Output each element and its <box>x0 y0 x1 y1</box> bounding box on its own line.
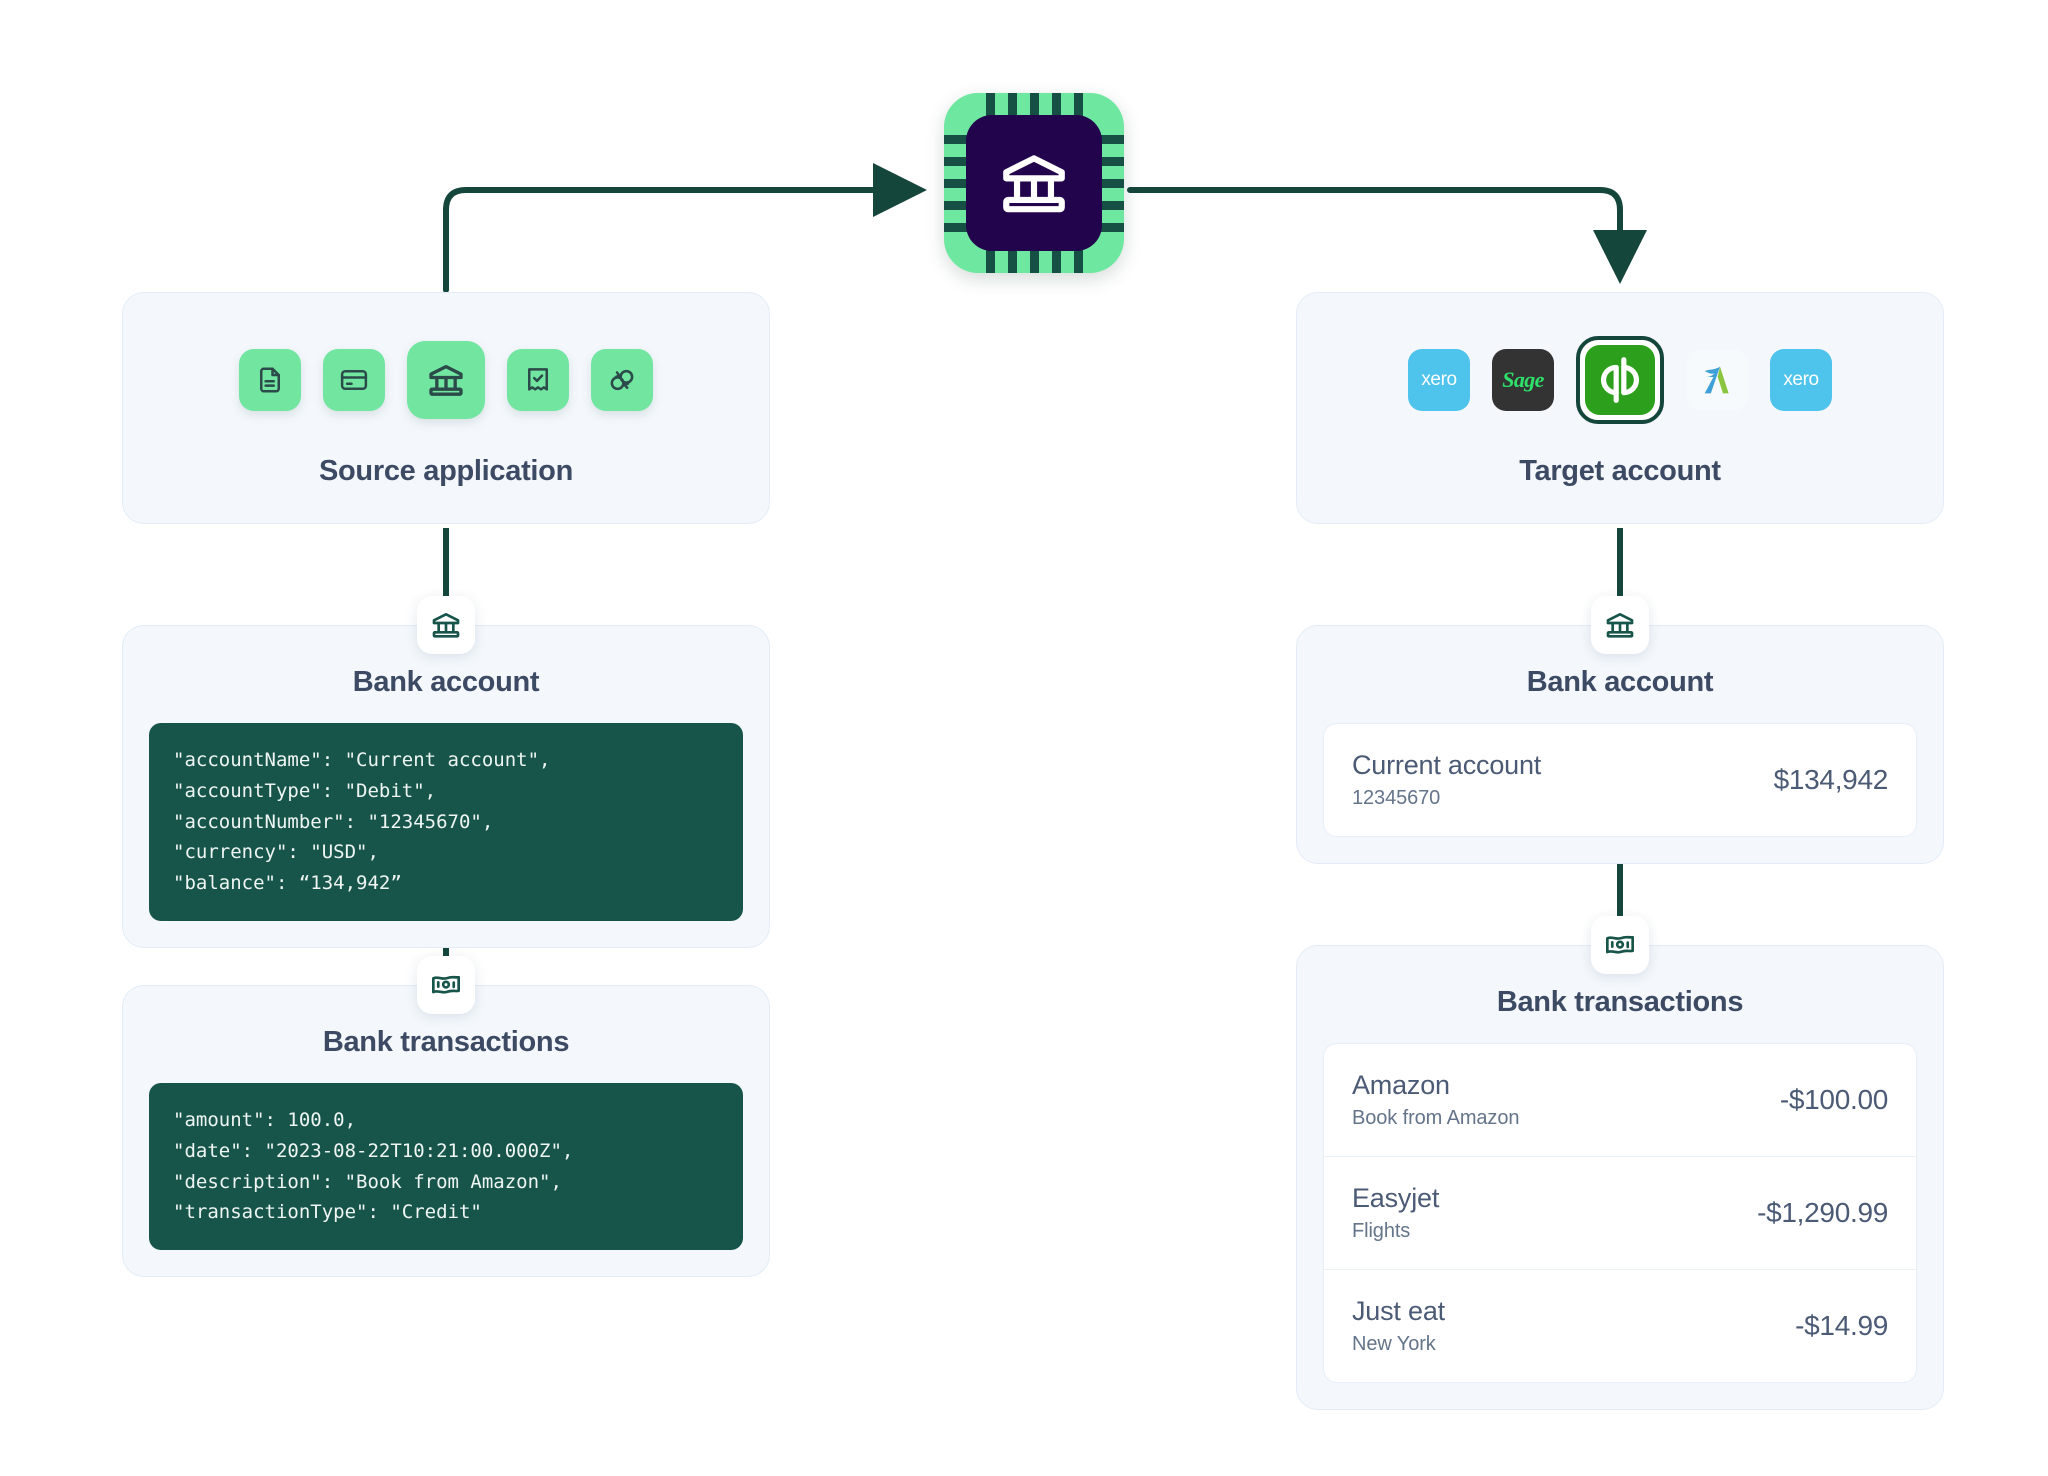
quickbooks-logo <box>1585 345 1655 415</box>
page-title-target: Target account <box>1519 455 1721 487</box>
account-name: Current account <box>1352 750 1542 780</box>
list-item[interactable]: Current account 12345670 $134,942 <box>1324 724 1916 836</box>
source-bank-account-card: Bank account "accountName": "Current acc… <box>122 625 770 948</box>
banknote-icon <box>432 975 460 994</box>
xero-logo-text: xero <box>1783 369 1819 390</box>
freeagent-logo[interactable] <box>1686 349 1748 411</box>
list-item[interactable]: Amazon Book from Amazon -$100.00 <box>1324 1044 1916 1156</box>
transaction-info: Easyjet Flights <box>1352 1183 1439 1243</box>
transaction-description: Flights <box>1352 1220 1411 1242</box>
section-title-bank-transactions: Bank transactions <box>1496 986 1744 1018</box>
app-tile-bank[interactable] <box>407 341 485 419</box>
target-account-panel: xero Sage <box>1296 292 1944 524</box>
transaction-merchant: Amazon <box>1352 1070 1450 1100</box>
source-application-panel: Source application <box>122 292 770 524</box>
chip-core <box>966 115 1102 251</box>
transaction-info: Just eat New York <box>1352 1296 1445 1356</box>
quickbooks-logo-selected[interactable] <box>1576 336 1664 424</box>
bank-chip <box>944 93 1124 273</box>
target-logo-row: xero Sage <box>1297 335 1943 425</box>
sage-logo[interactable]: Sage <box>1492 349 1554 411</box>
transaction-description: Book from Amazon <box>1352 1107 1520 1129</box>
xero-logo-text: xero <box>1421 369 1457 390</box>
source-bank-transactions-card: Bank transactions "amount": 100.0, "date… <box>122 985 770 1278</box>
bank-icon <box>432 613 460 638</box>
banknote-icon <box>1606 935 1634 954</box>
credit-card-icon <box>340 370 368 390</box>
transaction-info: Amazon Book from Amazon <box>1352 1070 1519 1130</box>
freeagent-glyph <box>1704 366 1729 394</box>
transactions-list: Amazon Book from Amazon -$100.00 Easyjet… <box>1323 1043 1917 1383</box>
account-info: Current account 12345670 <box>1352 750 1541 810</box>
receipt-check-icon <box>528 368 548 391</box>
transaction-description: New York <box>1352 1333 1436 1355</box>
account-list: Current account 12345670 $134,942 <box>1323 723 1917 837</box>
badge-bank-transactions-target <box>1591 916 1649 974</box>
bank-icon <box>1003 155 1065 213</box>
section-title-bank-account: Bank account <box>352 666 540 698</box>
document-icon <box>260 367 280 393</box>
badge-bank-account-source <box>417 596 475 654</box>
qb-glyph <box>1601 357 1639 403</box>
target-bank-transactions-card: Bank transactions Amazon Book from Amazo… <box>1296 945 1944 1410</box>
bank-icon <box>429 365 463 396</box>
transaction-merchant: Just eat <box>1352 1296 1445 1326</box>
app-tile-document[interactable] <box>239 349 301 411</box>
page-title-source: Source application <box>318 455 574 487</box>
bank-account-json: "accountName": "Current account", "accou… <box>149 723 743 921</box>
bank-transactions-json: "amount": 100.0, "date": "2023-08-22T10:… <box>149 1083 743 1251</box>
transaction-amount: -$14.99 <box>1795 1310 1888 1341</box>
transaction-amount: -$1,290.99 <box>1757 1197 1888 1228</box>
transaction-amount: -$100.00 <box>1779 1084 1888 1115</box>
account-balance: $134,942 <box>1773 764 1889 795</box>
sage-logo-text: Sage <box>1502 367 1544 392</box>
app-tile-receipt-check[interactable] <box>507 349 569 411</box>
target-bank-account-card: Bank account Current account 12345670 $1… <box>1296 625 1944 864</box>
account-number: 12345670 <box>1352 787 1441 809</box>
sync-accounts-icon <box>610 369 634 391</box>
bank-icon <box>1606 613 1634 638</box>
badge-bank-transactions-source <box>417 956 475 1014</box>
app-tile-sync-accounts[interactable] <box>591 349 653 411</box>
app-tile-credit-card[interactable] <box>323 349 385 411</box>
xero-logo[interactable]: xero <box>1770 349 1832 411</box>
badge-bank-account-target <box>1591 596 1649 654</box>
list-item[interactable]: Easyjet Flights -$1,290.99 <box>1324 1156 1916 1269</box>
list-item[interactable]: Just eat New York -$14.99 <box>1324 1269 1916 1382</box>
source-icon-row <box>123 335 769 425</box>
xero-logo[interactable]: xero <box>1408 349 1470 411</box>
transaction-merchant: Easyjet <box>1352 1183 1440 1213</box>
section-title-bank-account: Bank account <box>1526 666 1714 698</box>
section-title-bank-transactions: Bank transactions <box>322 1026 570 1058</box>
